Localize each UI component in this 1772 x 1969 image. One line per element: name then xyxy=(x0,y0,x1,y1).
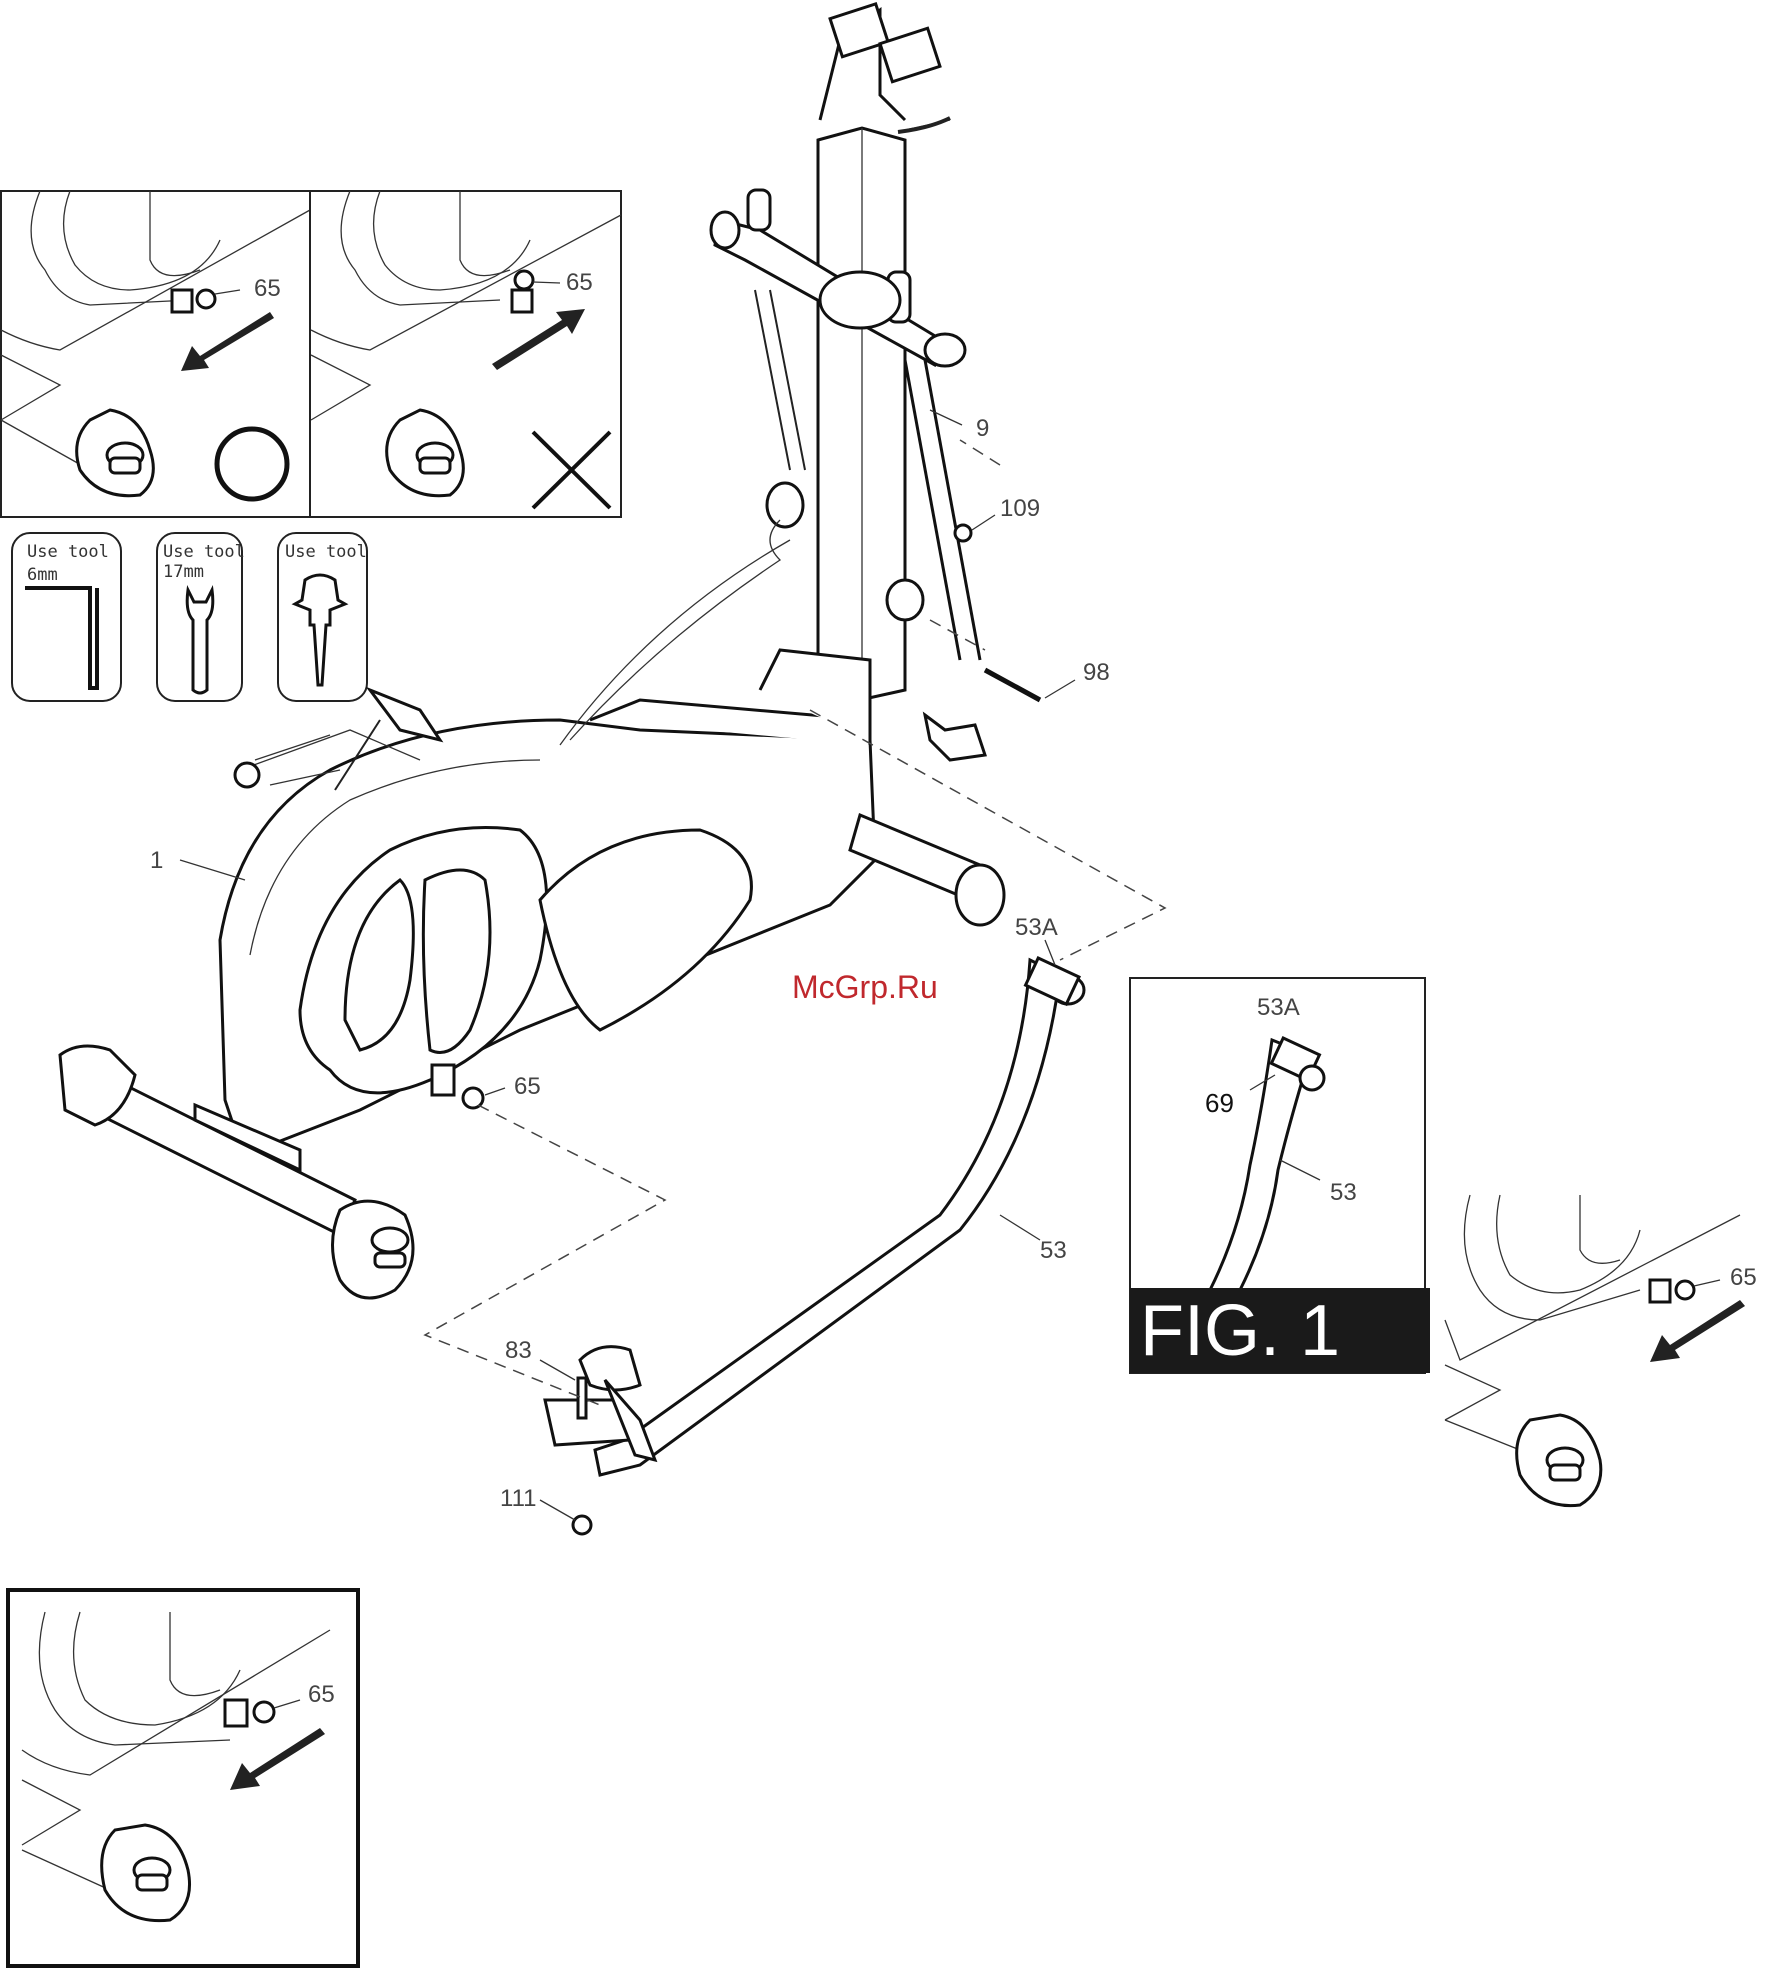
arrow-out-icon xyxy=(181,312,274,371)
screwdriver-icon xyxy=(295,575,345,685)
svg-text:53: 53 xyxy=(1330,1179,1357,1206)
cross-wrong-icon xyxy=(533,432,610,508)
part-label: 65 xyxy=(254,275,281,302)
svg-text:53A: 53A xyxy=(1257,994,1300,1021)
arrow-out-icon xyxy=(1650,1300,1745,1362)
part-label: 9 xyxy=(976,415,989,442)
svg-text:6mm: 6mm xyxy=(27,565,58,585)
wrench-icon xyxy=(187,590,213,693)
arrow-in-icon xyxy=(492,309,585,370)
inset-right-detail: 65 xyxy=(1445,1195,1757,1506)
part-label: 1 xyxy=(150,847,163,874)
part-label: 111 xyxy=(500,1485,536,1512)
svg-text:Use tool: Use tool xyxy=(285,542,367,562)
tool-box-wrench: Use tool 17mm xyxy=(157,533,245,701)
part-label: 98 xyxy=(1083,659,1110,686)
part-label: 53A xyxy=(1015,914,1058,941)
svg-text:Use tool: Use tool xyxy=(163,542,245,562)
svg-text:Use tool: Use tool xyxy=(27,542,109,562)
arrow-out-icon xyxy=(230,1728,325,1790)
svg-text:69: 69 xyxy=(1205,1088,1234,1118)
fig1-inset: 53A 69 53 FIG. 1 xyxy=(1130,978,1430,1373)
circle-correct-icon xyxy=(217,429,287,499)
part-label: 109 xyxy=(1000,495,1040,522)
svg-text:65: 65 xyxy=(308,1681,335,1708)
part-label: 65 xyxy=(566,269,593,296)
watermark-text: McGrp.Ru xyxy=(792,969,938,1005)
hex-key-icon xyxy=(25,588,97,688)
tool-box-screwdriver: Use tool xyxy=(278,533,367,701)
part-label: 53 xyxy=(1040,1237,1067,1264)
inset-bottom-detail: 65 xyxy=(8,1590,358,1966)
pedal-arm-53 xyxy=(545,958,1084,1534)
part-label: 65 xyxy=(514,1073,541,1100)
tool-box-hex-key: Use tool 6mm xyxy=(12,533,121,701)
inset-correct: 65 xyxy=(1,191,310,517)
svg-text:65: 65 xyxy=(1730,1264,1757,1291)
svg-text:17mm: 17mm xyxy=(163,562,204,582)
part-label: 83 xyxy=(505,1337,532,1364)
inset-incorrect: 65 xyxy=(310,191,621,517)
fig-title: FIG. 1 xyxy=(1140,1291,1340,1371)
